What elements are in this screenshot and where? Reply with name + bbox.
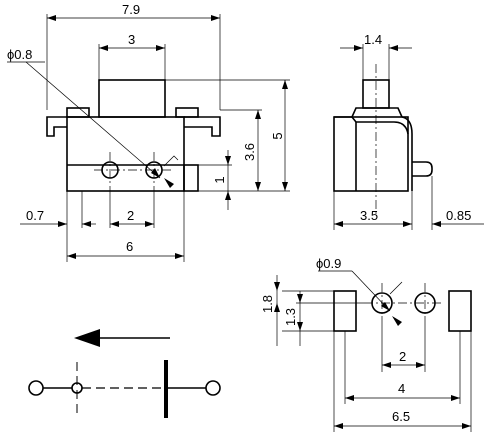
terminal-right (205, 380, 221, 396)
footprint-width-label: 6.5 (392, 409, 410, 424)
pad-right (448, 290, 472, 332)
body-height-label: 3.6 (242, 143, 257, 161)
hole-pitch-label: 2 (399, 349, 406, 364)
arrow-head-icon (74, 329, 100, 347)
body-width-label: 6 (126, 239, 133, 254)
side-view: 1.4 3.5 0.85 (333, 32, 484, 230)
pad-pitch-label: 4 (398, 381, 405, 396)
pcb-footprint: ϕ0.9 1.8 1.3 2 4 6.5 (260, 256, 472, 432)
pad-offset-label: 1.3 (283, 308, 298, 326)
front-actuator (98, 79, 166, 118)
pin-offset-label: 0.7 (26, 208, 44, 223)
pin-protrusion-label: 0.85 (446, 208, 471, 223)
front-view: ϕ0.8 7.9 3 5 3.6 1 (7, 2, 290, 262)
pad-left (333, 290, 357, 332)
pin-pitch-label: 2 (127, 208, 134, 223)
total-height-label: 5 (270, 132, 285, 139)
actuator-width-label: 3 (128, 32, 135, 47)
switch-symbol (28, 329, 221, 418)
front-hole-diameter-label: ϕ0.8 (7, 47, 32, 62)
side-depth-label: 3.5 (360, 208, 378, 223)
pad-height-label: 1.8 (260, 295, 275, 313)
side-actuator-width-label: 1.4 (364, 32, 382, 47)
overall-width-label: 7.9 (122, 2, 140, 17)
terminal-left (28, 380, 44, 396)
footprint-hole-diameter-label: ϕ0.9 (316, 256, 341, 271)
pin-height-label: 1 (212, 176, 227, 183)
side-actuator (362, 79, 390, 109)
side-body-outline (333, 116, 409, 192)
